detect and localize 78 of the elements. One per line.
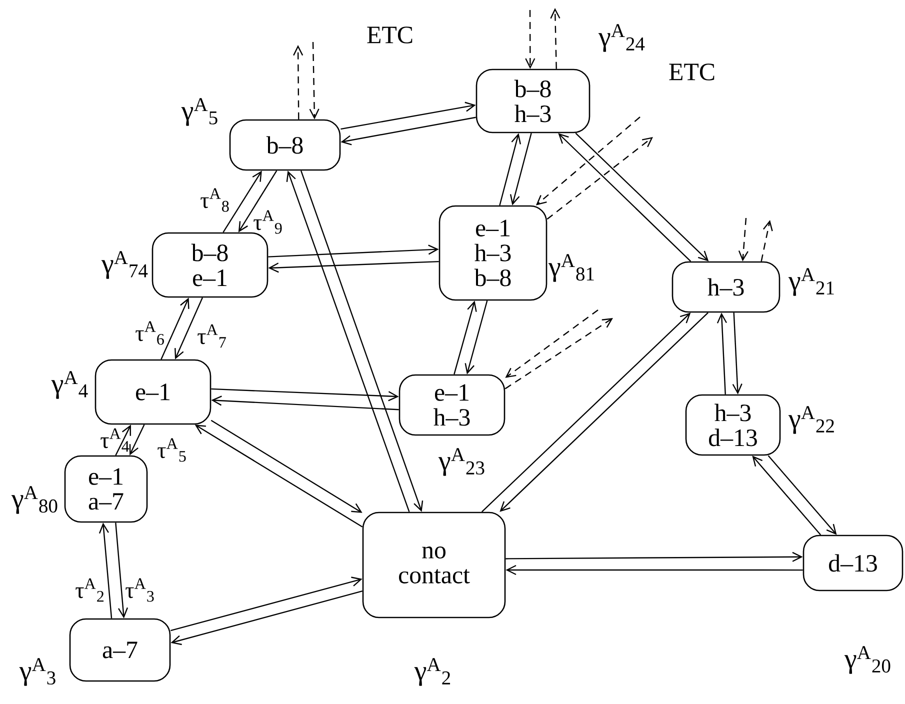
arrow xyxy=(536,116,640,206)
arrow xyxy=(525,10,536,69)
arrow xyxy=(464,300,488,374)
edge-label: τ$^{A}$7 xyxy=(198,324,226,348)
state-box: h–3 xyxy=(672,261,780,313)
arrow xyxy=(760,220,773,262)
state-box: h–3 d–13 xyxy=(685,394,781,456)
arrow xyxy=(211,388,399,402)
edge-label: τ$^{A}$8 xyxy=(200,188,229,212)
arrow xyxy=(210,420,362,513)
etc-label: ETC xyxy=(669,64,714,80)
arrow xyxy=(716,312,727,394)
arrow xyxy=(575,132,709,262)
arrow xyxy=(768,455,837,535)
arrow xyxy=(170,590,363,646)
arrow xyxy=(98,522,112,618)
state-box: no contact xyxy=(362,512,506,618)
arrow xyxy=(510,133,532,206)
arrow xyxy=(340,102,476,130)
arrow xyxy=(752,456,822,536)
arrow xyxy=(238,170,278,232)
arrow xyxy=(160,298,190,360)
etc-label: ETC xyxy=(367,26,412,44)
state-label: γ$^{A}$22 xyxy=(788,406,834,434)
state-label: γ$^{A}$3 xyxy=(19,658,56,686)
edge-label: τ$^{A}$9 xyxy=(254,210,282,234)
arrow xyxy=(115,424,131,456)
state-label: γ$^{A}$81 xyxy=(548,254,594,282)
arrow xyxy=(506,552,803,562)
arrow xyxy=(550,8,560,69)
state-box: e–1 xyxy=(94,359,212,425)
state-label: γ$^{A}$2 xyxy=(414,658,450,686)
edge-label: τ$^{A}$6 xyxy=(136,321,164,345)
arrow xyxy=(558,133,692,262)
arrow xyxy=(293,45,304,120)
arrow xyxy=(129,424,145,456)
arrow xyxy=(732,312,742,394)
edge-label: τ$^{A}$3 xyxy=(126,578,154,602)
state-label: γ$^{A}$20 xyxy=(844,646,890,674)
state-box: d–13 xyxy=(802,534,904,592)
edge-label: τ$^{A}$2 xyxy=(76,578,104,602)
state-box: a–7 xyxy=(69,618,171,682)
state-label: γ$^{A}$24 xyxy=(598,24,645,52)
arrow xyxy=(500,312,708,512)
state-label: γ$^{A}$74 xyxy=(101,251,148,279)
arrow xyxy=(115,522,128,618)
state-label: γ$^{A}$4 xyxy=(51,371,88,399)
arrow xyxy=(174,297,204,360)
arrow xyxy=(300,170,424,512)
arrow xyxy=(504,318,613,390)
arrow xyxy=(505,310,598,378)
arrow xyxy=(481,312,691,512)
state-label: γ$^{A}$80 xyxy=(11,486,58,514)
arrow xyxy=(211,396,399,410)
edge-label: τ$^{A}$4 xyxy=(100,428,130,452)
arrow xyxy=(268,244,439,258)
arrow xyxy=(454,300,477,374)
edge-label: τ$^{A}$5 xyxy=(158,438,186,462)
arrow xyxy=(222,170,262,233)
state-box: e–1 h–3 xyxy=(398,374,506,436)
state-label: γ$^{A}$5 xyxy=(181,98,218,126)
arrow xyxy=(194,424,363,528)
arrow xyxy=(738,218,748,262)
arrow xyxy=(268,260,439,273)
arrow xyxy=(546,137,653,220)
state-box: b–8 xyxy=(229,119,341,171)
state-label: γ$^{A}$23 xyxy=(438,448,484,476)
state-box: b–8 e–1 xyxy=(152,232,268,298)
arrow xyxy=(499,133,521,206)
state-box: e–1 a–7 xyxy=(64,455,148,523)
arrow xyxy=(506,564,803,576)
state-box: e–1 h–3 b–8 xyxy=(438,205,548,301)
arrow xyxy=(170,576,362,632)
arrow xyxy=(340,116,476,146)
arrow xyxy=(309,42,320,120)
arrow xyxy=(286,170,410,512)
state-label: γ$^{A}$21 xyxy=(788,268,834,296)
state-box: b–8 h–3 xyxy=(476,68,590,134)
